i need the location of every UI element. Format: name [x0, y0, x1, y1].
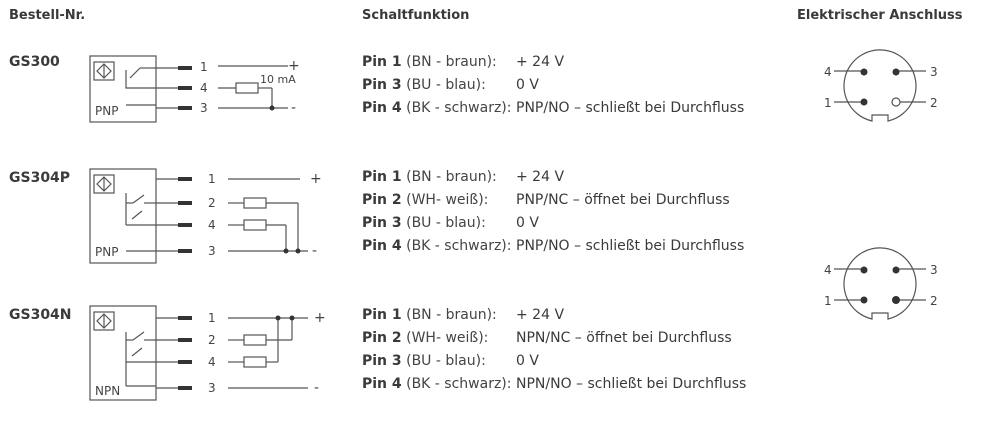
switch-contact-icon: [125, 70, 156, 89]
pin-row: Pin 1 (BN - braun): + 24 V: [362, 307, 565, 323]
pin-row: Pin 2 (WH- weiß): NPN/NC – öffnet bei Du…: [362, 330, 732, 346]
terminal-label: 2: [208, 196, 216, 210]
pin2-filled-icon: [892, 296, 900, 304]
model-label: GS304N: [9, 307, 72, 323]
pin-label: 2: [930, 294, 938, 308]
sensor-housing: [89, 305, 157, 401]
terminal-label: 3: [208, 244, 216, 258]
terminal-label: 4: [208, 355, 216, 369]
pin-label: 1: [824, 294, 832, 308]
pin-row: Pin 1 (BN - braun): + 24 V: [362, 54, 565, 70]
junction-dot: [269, 105, 275, 111]
load-resistor: [243, 197, 267, 209]
supply-plus-label: +: [310, 171, 322, 187]
terminal-label: 4: [208, 218, 216, 232]
header-switching-function: Schaltfunktion: [362, 8, 470, 23]
pin-label: 4: [824, 65, 832, 79]
sensor-housing: [89, 55, 157, 123]
model-label: GS300: [9, 54, 60, 70]
pin-row: Pin 3 (BU - blau): 0 V: [362, 215, 539, 231]
output-type-label: PNP: [95, 245, 118, 259]
pin-row: Pin 1 (BN - braun): + 24 V: [362, 169, 565, 185]
supply-minus-label: -: [312, 243, 317, 259]
output-type-label: NPN: [95, 384, 120, 398]
terminal-label: 2: [208, 333, 216, 347]
terminal-label: 3: [200, 101, 208, 115]
terminal-label: 3: [208, 381, 216, 395]
supply-minus-label: -: [291, 100, 296, 116]
sensor-housing: [89, 168, 157, 264]
load-current-label: 10 mA: [260, 73, 296, 86]
load-resistor: [235, 82, 259, 94]
connector-outline: [843, 247, 917, 320]
terminal-label: 1: [200, 60, 208, 74]
pin-row: Pin 2 (WH- weiß): PNP/NC – öffnet bei Du…: [362, 192, 730, 208]
junction-dot: [295, 248, 301, 254]
pin-label: 3: [930, 263, 938, 277]
load-resistor: [243, 219, 267, 231]
pin-row: Pin 4 (BK - schwarz): NPN/NO – schließt …: [362, 376, 747, 392]
terminal-label: 1: [208, 172, 216, 186]
header-electrical-connection: Elektrischer Anschluss: [797, 8, 963, 23]
pin2-socket-icon: [891, 97, 901, 107]
sensor-symbol-icon: [93, 174, 115, 194]
terminal-label: 1: [208, 311, 216, 325]
supply-plus-label: +: [288, 58, 300, 74]
load-resistor: [243, 356, 267, 368]
sensor-symbol-icon: [93, 311, 115, 331]
supply-plus-label: +: [314, 310, 326, 326]
output-type-label: PNP: [95, 104, 118, 118]
pin-label: 1: [824, 96, 832, 110]
junction-dot: [275, 315, 281, 321]
pin-label: 2: [930, 96, 938, 110]
pin-row: Pin 3 (BU - blau): 0 V: [362, 77, 539, 93]
terminal-label: 4: [200, 81, 208, 95]
junction-dot: [283, 248, 289, 254]
load-resistor: [243, 334, 267, 346]
sensor-symbol-icon: [93, 61, 115, 81]
model-label: GS304P: [9, 170, 71, 186]
wiring-diagram-gs300: PNP 1 4 3 + - 10 mA: [89, 55, 300, 123]
pin-row: Pin 4 (BK - schwarz): PNP/NO – schließt …: [362, 100, 745, 116]
wiring-diagram-gs304n: NPN 1 2 4 3 + -: [89, 305, 326, 401]
pin-label: 4: [824, 263, 832, 277]
pin-row: Pin 3 (BU - blau): 0 V: [362, 353, 539, 369]
header-order-number: Bestell-Nr.: [9, 8, 86, 23]
pin-label: 3: [930, 65, 938, 79]
junction-dot: [289, 315, 295, 321]
connector-pinout-bottom: 4 1 3 2: [824, 247, 938, 320]
connector-pinout-top: 4 1 3 2: [824, 49, 938, 122]
supply-minus-label: -: [314, 380, 319, 396]
pin-row: Pin 4 (BK - schwarz): PNP/NO – schließt …: [362, 238, 745, 254]
connector-outline: [843, 49, 917, 122]
wiring-diagram-gs304p: PNP 1 2 4 3 + -: [89, 168, 322, 264]
